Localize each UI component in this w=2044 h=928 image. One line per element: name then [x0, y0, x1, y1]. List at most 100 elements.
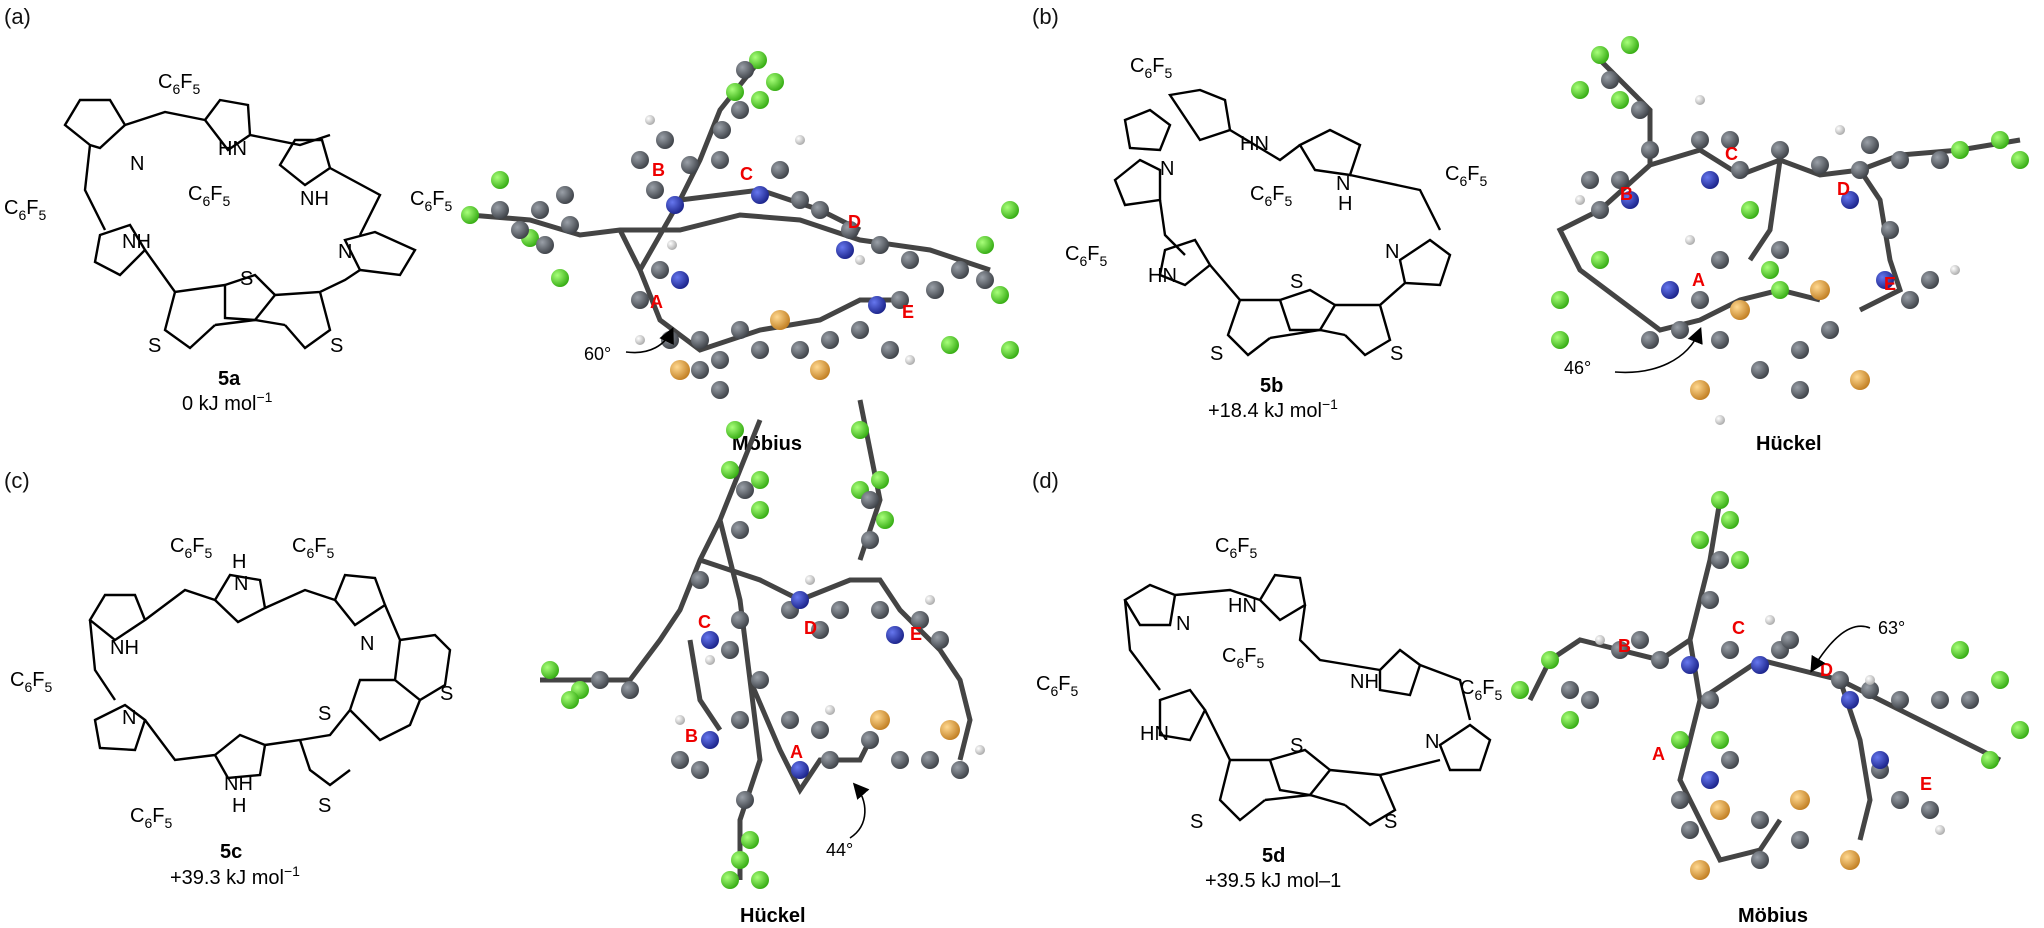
atom-h-3: H	[232, 795, 246, 817]
atom-n-9: N	[1176, 613, 1190, 635]
carbon-atom	[561, 216, 579, 234]
compound-label-5b: 5b	[1260, 375, 1283, 397]
hydrogen-atom	[1935, 825, 1945, 835]
ring-label-e: E	[902, 302, 914, 322]
ring-label-a: A	[1652, 744, 1665, 764]
carbon-atom	[713, 121, 731, 139]
atoms-5a	[461, 51, 1019, 399]
carbon-atom	[711, 381, 729, 399]
ring-label-d: D	[848, 212, 861, 232]
ring-label-a: A	[790, 742, 803, 762]
fluorine-atom	[876, 511, 894, 529]
hydrogen-atom	[645, 115, 655, 125]
fluorine-atom	[561, 691, 579, 709]
carbon-atom	[1651, 651, 1669, 669]
atom-hn-5: HN	[1140, 723, 1169, 745]
hydrogen-atom	[1715, 415, 1725, 425]
carbon-atom	[1811, 156, 1829, 174]
structure-5c: NH H N N N NH H S S S C6F5 C6F5 C6F5 C6F…	[10, 535, 453, 831]
nitrogen-atom	[836, 241, 854, 259]
atom-s-11: S	[1190, 811, 1203, 833]
fluorine-atom	[541, 661, 559, 679]
atom-s-10: S	[1290, 735, 1303, 757]
fluorine-atom	[991, 286, 1009, 304]
atom-hn-2: HN	[1240, 133, 1269, 155]
panel-label-a: (a)	[4, 4, 31, 29]
carbon-atom	[1891, 151, 1909, 169]
fluorine-atom	[461, 206, 479, 224]
nitrogen-atom	[701, 731, 719, 749]
carbon-atom	[1821, 321, 1839, 339]
ring-label-d: D	[804, 618, 817, 638]
molecule-model-5a	[469, 58, 991, 353]
fluorine-atom	[1741, 201, 1759, 219]
nitrogen-atom	[1701, 771, 1719, 789]
ring-label-b: B	[652, 160, 665, 180]
nitrogen-atom	[886, 626, 904, 644]
carbon-atom	[1891, 691, 1909, 709]
carbon-atom	[671, 751, 689, 769]
carbon-atom	[1861, 681, 1879, 699]
hydrogen-atom	[805, 575, 815, 585]
carbon-atom	[1961, 691, 1979, 709]
hydrogen-atom	[925, 595, 935, 605]
carbon-atom	[1931, 691, 1949, 709]
nitrogen-atom	[1681, 656, 1699, 674]
fluorine-atom	[1771, 281, 1789, 299]
atom-n-8: N	[122, 707, 136, 729]
carbon-atom	[1791, 341, 1809, 359]
energy-label-5b: +18.4 kJ mol−1	[1208, 396, 1338, 422]
nitrogen-atom	[791, 761, 809, 779]
carbon-atom	[736, 481, 754, 499]
fluorine-atom	[726, 421, 744, 439]
ring-label-b: B	[1618, 636, 1631, 656]
carbon-atom	[1881, 221, 1899, 239]
carbon-atom	[1791, 381, 1809, 399]
carbon-atom	[731, 711, 749, 729]
hydrogen-atom	[635, 335, 645, 345]
fluorine-atom	[1001, 201, 1019, 219]
carbon-atom	[861, 491, 879, 509]
fluorine-atom	[751, 871, 769, 889]
ring-label-b: B	[1620, 184, 1633, 204]
atoms-5b	[1551, 36, 2029, 425]
atom-n-3: N	[1160, 158, 1174, 180]
fluorine-atom	[1611, 91, 1629, 109]
carbon-atom	[976, 271, 994, 289]
carbon-atom	[951, 261, 969, 279]
carbon-atom	[1921, 801, 1939, 819]
carbon-atom	[651, 261, 669, 279]
sulfur-atom	[1810, 280, 1830, 300]
fluorine-atom	[741, 831, 759, 849]
fluorine-atom	[941, 336, 959, 354]
fluorine-atom	[749, 51, 767, 69]
atom-s-1: S	[240, 268, 253, 290]
fluorine-atom	[2011, 721, 2029, 739]
carbon-atom	[821, 331, 839, 349]
panel-label-c: (c)	[4, 468, 30, 493]
fluorine-atom	[751, 91, 769, 109]
hydrogen-atom	[795, 135, 805, 145]
c6f5-label: C6F5	[1036, 673, 1078, 699]
sulfur-atom	[1840, 850, 1860, 870]
c6f5-label: C6F5	[4, 197, 46, 223]
nitrogen-atom	[1841, 191, 1859, 209]
sulfur-atom	[1710, 800, 1730, 820]
compound-label-5c: 5c	[220, 841, 242, 863]
fluorine-atom	[2011, 151, 2029, 169]
sulfur-atom	[940, 720, 960, 740]
nitrogen-atom	[1876, 271, 1894, 289]
fluorine-atom	[976, 236, 994, 254]
sulfur-atom	[1730, 300, 1750, 320]
ring-label-e: E	[1884, 274, 1896, 294]
carbon-atom	[891, 751, 909, 769]
nitrogen-atom	[868, 296, 886, 314]
fluorine-atom	[1671, 731, 1689, 749]
carbon-atom	[1711, 251, 1729, 269]
fluorine-atom	[1591, 46, 1609, 64]
energy-label-5a: 0 kJ mol−1	[182, 389, 273, 415]
hydrogen-atom	[667, 240, 677, 250]
panel-label-d: (d)	[1032, 468, 1059, 493]
carbon-atom	[811, 201, 829, 219]
carbon-atom	[1561, 681, 1579, 699]
